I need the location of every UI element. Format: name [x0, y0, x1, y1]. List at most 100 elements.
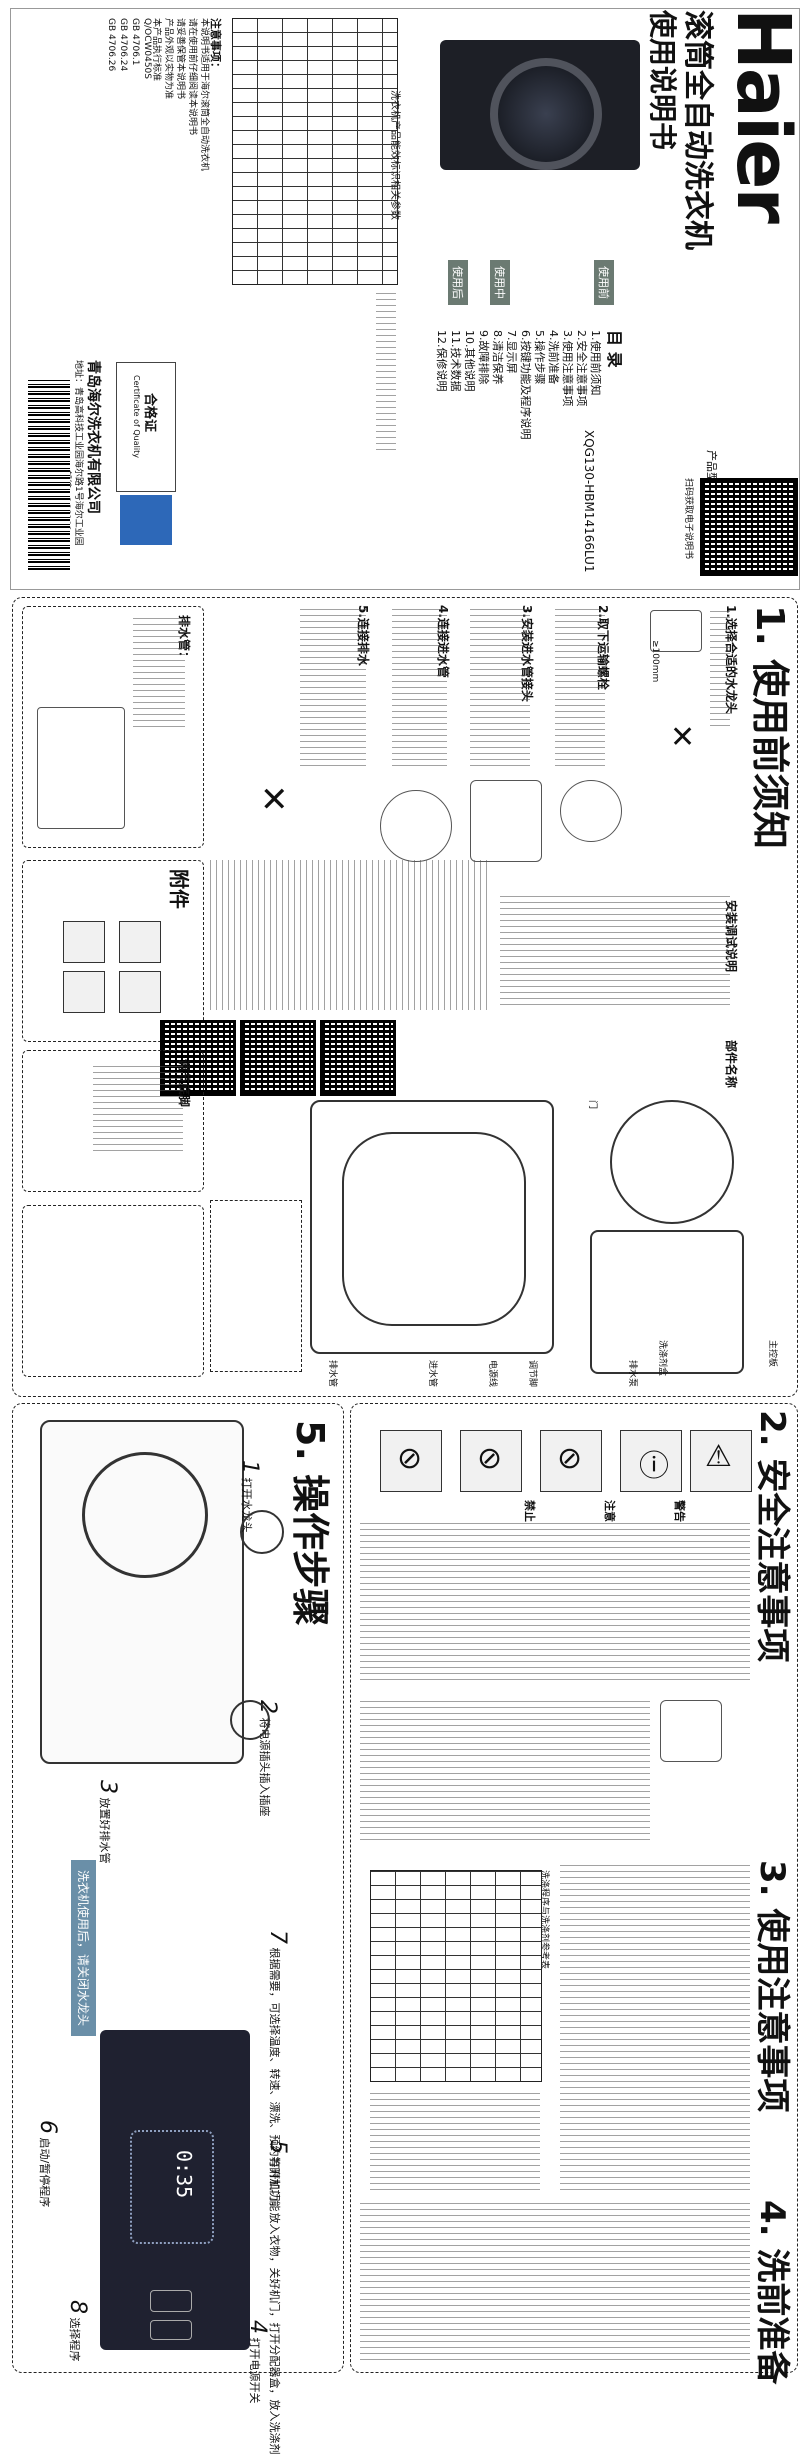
- washer-back-panel: [342, 1132, 526, 1326]
- prohibit-box: ⊘: [540, 1430, 602, 1492]
- toc-item[interactable]: 7.显示屏: [505, 330, 518, 374]
- washer-photo: [440, 40, 640, 170]
- washer-top-view: [610, 1100, 734, 1224]
- washer-back-view: [310, 1100, 554, 1354]
- toc-item[interactable]: 3.使用注意事项: [561, 330, 574, 407]
- part-label: 排水泵: [627, 1360, 637, 1388]
- drain-info-box: 排水管：: [22, 606, 204, 848]
- washer-side-view: [590, 1230, 744, 1374]
- prohibit-box-2: ⊘: [460, 1430, 522, 1492]
- op-step: 8 选择程序: [65, 2300, 90, 2362]
- warning-icon: ⚠: [705, 1439, 732, 1474]
- part-label: 进水管: [427, 1360, 437, 1388]
- section4-text: [360, 2200, 750, 2360]
- drain-diagram: [37, 707, 125, 829]
- standard-2: GB 4706.1: [130, 18, 140, 66]
- drain-text: [133, 617, 185, 727]
- certificate-box: 合格证 Certificate of Quality: [116, 362, 176, 492]
- step4-text: [392, 606, 447, 766]
- part-label: 主控板: [767, 1340, 777, 1368]
- prohibit-icon-2: ⊘: [477, 1441, 503, 1476]
- section3-title: 3. 使用注意事项: [752, 1860, 792, 2113]
- cover-title-line1: 滚筒全自动洗衣机: [680, 10, 715, 250]
- standard-note: 本产品执行标准: [151, 18, 161, 82]
- accessory-item: [119, 971, 161, 1013]
- toc-item[interactable]: 12.保修说明: [435, 330, 448, 392]
- cover-qr-code[interactable]: [700, 478, 798, 576]
- toc-item[interactable]: 1.使用前须知: [589, 330, 602, 396]
- op-step-no: 3: [95, 1780, 120, 1794]
- finish-banner: 洗衣机使用后，请关闭水龙头: [71, 1860, 96, 2037]
- parts-title: 部件名称: [724, 1040, 738, 1089]
- section1-panel: [12, 597, 798, 1397]
- section2-title: 2. 安全注意事项: [752, 1410, 792, 1663]
- toc-label-before: 使用前: [594, 260, 614, 305]
- warning-label: 警告: [673, 1500, 686, 1522]
- toc-label-after: 使用后: [448, 260, 468, 305]
- toc-title: 目 录: [605, 330, 624, 368]
- washer-illustration-door: [82, 1452, 208, 1578]
- install-text: [500, 895, 730, 1005]
- standard-4: GB 4706.26: [106, 18, 116, 72]
- standard-1: Q/OCW0450S: [142, 18, 152, 80]
- section1-notice-box: [210, 1200, 302, 1372]
- op-step-no: 1: [237, 1460, 262, 1474]
- section3-notes: [370, 2090, 540, 2190]
- part-label: 电源线: [487, 1360, 497, 1388]
- brand-logo: Haier: [720, 8, 806, 222]
- power-button[interactable]: [150, 2320, 192, 2340]
- section1-qr-2[interactable]: [240, 1020, 316, 1096]
- cover-title-line2: 使用说明书: [646, 10, 679, 151]
- toc-label-during: 使用中: [490, 260, 510, 305]
- company-name: 青岛海尔洗衣机有限公司: [85, 360, 101, 514]
- op-step: 6 启动/暂停程序: [35, 2120, 60, 2207]
- section3-text: [560, 1860, 750, 2190]
- step1-text: [710, 606, 730, 726]
- op-step-no: 8: [65, 2300, 90, 2314]
- toc-item[interactable]: 2.安全注意事项: [575, 330, 588, 407]
- warning-box: ⚠: [690, 1430, 752, 1492]
- cover-panel: [10, 8, 800, 590]
- program-knob-ring[interactable]: [130, 2130, 214, 2244]
- section5-title: 5. 操作步骤: [288, 1420, 332, 1627]
- prohibit-icon: ⊘: [557, 1441, 583, 1476]
- section1-title: 1. 使用前须知: [748, 605, 792, 850]
- certificate-en: Certificate of Quality: [132, 375, 141, 458]
- section2-4-panel: [350, 1403, 798, 2373]
- op-step-no: 7: [265, 1930, 290, 1944]
- op-step-no: 4: [245, 2320, 270, 2334]
- certificate-stamp: [120, 495, 172, 545]
- accessory-item: [63, 921, 105, 963]
- company-address: 地址：青岛高科技工业园海尔路1号海尔工业园: [73, 360, 83, 546]
- op-step-text: 选择程序: [68, 2317, 81, 2362]
- wrong-faucet-icon: ✕: [670, 720, 696, 755]
- energy-notes-text: [376, 290, 396, 450]
- start-pause-button[interactable]: [150, 2290, 192, 2312]
- op-step-text: 打开机门，放入衣物，关好机门，打开分配器盒，放入洗涤剂: [268, 2157, 281, 2455]
- section2-illustration: [660, 1700, 722, 1762]
- section1-qr-1[interactable]: [320, 1020, 396, 1096]
- section2-text-2: [360, 1700, 650, 1840]
- toc-item[interactable]: 5.操作步骤: [533, 330, 546, 385]
- accessory-box: 附件: [22, 860, 204, 1042]
- step5-text: [300, 606, 366, 766]
- toc-item[interactable]: 6.按键功能及程序说明: [519, 330, 532, 440]
- op-step-text: 放置好排水管: [98, 1797, 111, 1864]
- toc-item[interactable]: 9.故障排除: [477, 330, 490, 385]
- certificate-title: 合格证: [142, 393, 157, 433]
- level-box: 调节底脚: [22, 1050, 204, 1192]
- qr-caption: 扫码获取电子说明书: [683, 478, 693, 560]
- washer-illustration: [40, 1420, 244, 1764]
- toc-item[interactable]: 8.清洁保养: [491, 330, 504, 385]
- control-panel: 0:35: [100, 2030, 250, 2350]
- op-step-text: 启动/暂停程序: [38, 2137, 51, 2208]
- op-step-no: 5: [265, 2140, 290, 2154]
- toc-item[interactable]: 10.其他说明: [463, 330, 476, 392]
- op-step: 5 打开机门，放入衣物，关好机门，打开分配器盒，放入洗涤剂: [265, 2140, 290, 2455]
- accessory-title: 附件: [167, 869, 191, 909]
- toc-item[interactable]: 4.洗前准备: [547, 330, 560, 385]
- toc-item[interactable]: 11.技术数据: [449, 330, 462, 392]
- op-step-no: 6: [35, 2120, 60, 2134]
- section4-title: 4. 洗前准备: [752, 2200, 792, 2385]
- section2-text: [360, 1520, 750, 1680]
